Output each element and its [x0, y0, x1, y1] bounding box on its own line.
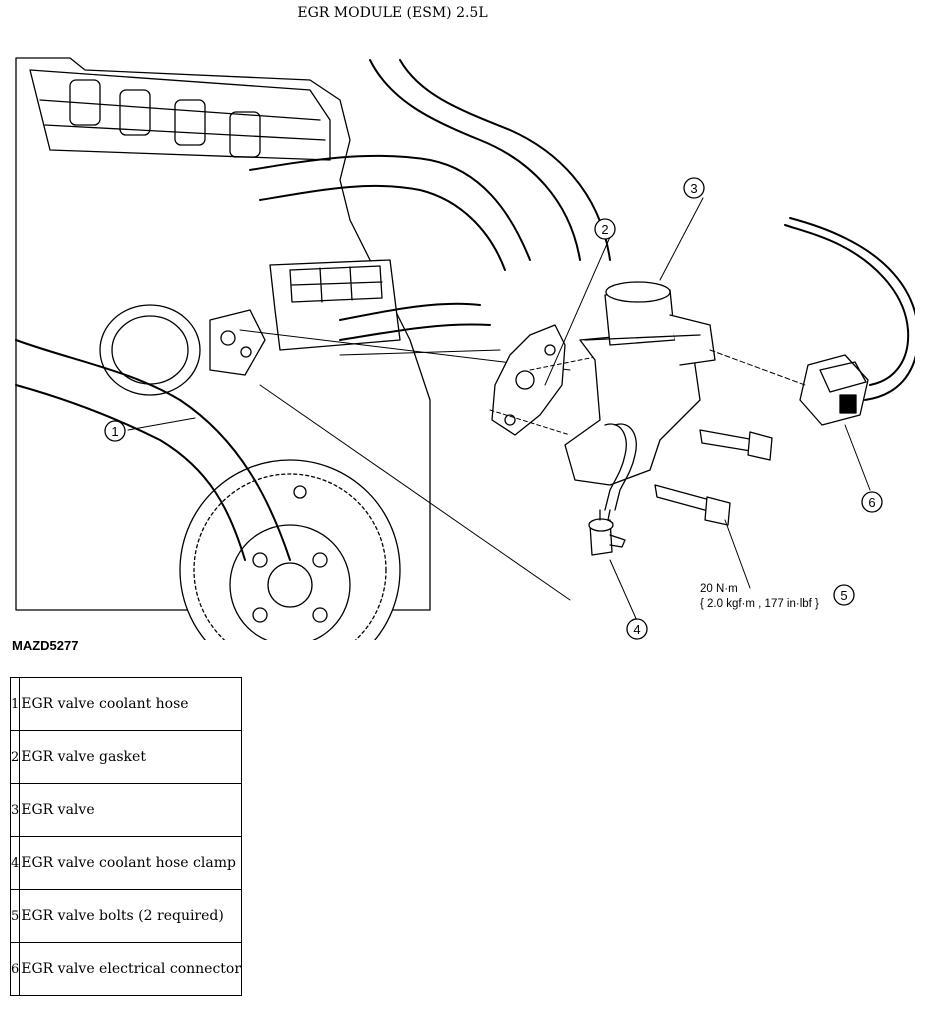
callout-4: 4 — [633, 622, 640, 637]
legend-number: 2 — [9, 730, 21, 784]
callout-6: 6 — [868, 495, 875, 510]
legend-number: 6 — [9, 942, 21, 996]
callout-3: 3 — [690, 181, 697, 196]
legend-number: 3 — [9, 783, 21, 837]
legend-number: 1 — [9, 677, 21, 731]
legend-description: EGR valve bolts (2 required) — [19, 889, 243, 943]
legend-description: EGR valve coolant hose clamp — [19, 836, 243, 890]
coolant-hose-clamp — [588, 509, 626, 556]
table-row: 3 EGR valve — [9, 783, 243, 837]
callout-circle-4 — [626, 618, 648, 640]
callout-5: 5 — [840, 588, 847, 603]
torque-spec-line2: { 2.0 kgf·m , 177 in·lbf } — [700, 598, 819, 610]
callout-2: 2 — [601, 222, 608, 237]
legend-number: 4 — [9, 836, 21, 890]
legend-description: EGR valve — [19, 783, 243, 837]
table-row: 1 EGR valve coolant hose — [9, 677, 243, 731]
torque-spec-line1: 20 N·m — [700, 583, 738, 595]
egr-electrical-connector — [709, 217, 915, 491]
callout-circle-1 — [104, 420, 126, 442]
table-row: 6 EGR valve electrical connector — [9, 942, 243, 996]
callout-circle-3 — [683, 177, 705, 199]
egr-valve-bolts — [654, 429, 773, 589]
callout-circle-6 — [861, 491, 883, 513]
egr-module-diagram: 1 2 3 4 5 6 20 N·m { 2.0 kgf·m , 177 in·… — [15, 57, 915, 640]
figure-id: MAZD5277 — [12, 638, 79, 653]
engine-assembly — [15, 57, 611, 640]
table-row: 5 EGR valve bolts (2 required) — [9, 889, 243, 943]
egr-valve — [564, 281, 716, 511]
legend-description: EGR valve coolant hose — [19, 677, 243, 731]
legend-description: EGR valve gasket — [19, 730, 243, 784]
legend-number: 5 — [9, 889, 21, 943]
egr-valve-gasket — [489, 324, 606, 436]
parts-legend-table: 1 EGR valve coolant hose 2 EGR valve gas… — [9, 677, 243, 996]
callout-1: 1 — [111, 424, 118, 439]
legend-description: EGR valve electrical connector — [19, 942, 243, 996]
table-row: 4 EGR valve coolant hose clamp — [9, 836, 243, 890]
callout-circle-5 — [833, 584, 855, 606]
page-title: EGR MODULE (ESM) 2.5L — [297, 5, 488, 21]
table-row: 2 EGR valve gasket — [9, 730, 243, 784]
callout-circle-2 — [594, 218, 616, 240]
